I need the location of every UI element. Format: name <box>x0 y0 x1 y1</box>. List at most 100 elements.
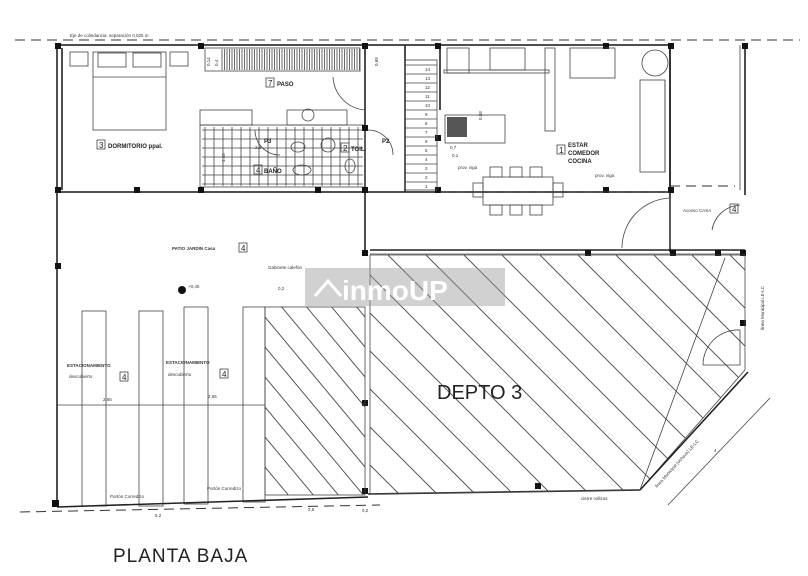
dining-table <box>472 166 564 216</box>
hatch-line <box>331 307 365 348</box>
parking-label-2: ESTACIONAMIENTO <box>166 360 210 365</box>
dim-label: 0,1 <box>452 153 459 158</box>
stair-step-number: 2 <box>425 175 428 180</box>
hatch-line <box>265 466 289 495</box>
dim-label: 2,6 <box>308 507 315 512</box>
door-label-p2: P2 <box>382 139 390 145</box>
hatch-line <box>370 312 552 494</box>
sofa <box>569 47 669 173</box>
hatch-line <box>281 307 365 408</box>
kitchen-counter <box>443 47 556 144</box>
hatch-line <box>265 346 365 468</box>
dim-label: 0,14 <box>206 57 211 66</box>
dim-label: 0,68 <box>374 57 379 66</box>
dim-label: 0,58 <box>478 111 483 120</box>
room-label-acceso: Acceso CASA <box>683 208 711 213</box>
hatched-area-outline <box>264 306 366 496</box>
bathroom-fixtures <box>254 108 394 176</box>
dim-label: 2,65 <box>208 394 217 399</box>
hatch-line <box>370 350 514 494</box>
room-number: 2 <box>343 144 348 153</box>
depto-outline <box>369 254 746 495</box>
hatch-line <box>265 406 339 495</box>
room-label-cocina: COCINA <box>568 159 592 165</box>
room-number: 4 <box>122 373 127 382</box>
hatch-line <box>370 388 476 494</box>
hatch-line <box>501 255 742 494</box>
hatch-line <box>265 316 365 438</box>
stair-step-number: 13 <box>425 76 431 81</box>
stair-step-number: 10 <box>425 103 431 108</box>
note-prov-viga-2: prov. viga <box>595 173 615 178</box>
hatch-line <box>265 376 364 495</box>
stair-step-number: 5 <box>425 148 428 153</box>
hatch-line <box>615 255 745 385</box>
staircase: 14 13 12 11 10 9 8 7 6 5 4 3 2 1 <box>404 59 438 191</box>
stair-step-number: 3 <box>425 166 428 171</box>
room-number: 4 <box>256 166 261 175</box>
ochava-line <box>639 371 771 506</box>
entry-doors <box>621 197 741 366</box>
note-gabinete: Gabinete calefón <box>268 265 303 270</box>
stair-step-number: 7 <box>425 130 428 135</box>
note-porton-1: Portón Corredizo <box>110 494 145 499</box>
room-number: 4 <box>241 244 246 253</box>
stair-step-number: 6 <box>425 139 428 144</box>
note-level: +0,40 <box>188 284 200 289</box>
level-marker-icon <box>178 286 186 294</box>
room-label-toil: TOIL. <box>351 147 367 153</box>
note-cierre: cierre rollizos <box>581 496 608 501</box>
room-label-patio: PATIO JARDIN Casa <box>172 246 216 251</box>
room-label-estar: ESTAR <box>568 143 589 149</box>
hatch-line <box>370 274 590 494</box>
diagonal-line <box>639 257 726 491</box>
room-label-dormitorio: DORMITORIO ppal. <box>108 144 163 150</box>
hatch-line <box>691 255 745 309</box>
stair-step-number: 8 <box>425 121 428 126</box>
stair-step-number: 11 <box>425 94 430 99</box>
dim-label: 0,7 <box>450 145 457 150</box>
room-label-paso: PASO <box>277 82 294 88</box>
hatch-line <box>306 307 365 378</box>
closet <box>204 47 361 72</box>
stair-step-number: 12 <box>425 85 431 90</box>
note-porton-2: Portón Corredizo <box>207 486 242 491</box>
hatch-line <box>653 255 745 347</box>
room-number: 3 <box>99 141 104 150</box>
room-number: 7 <box>268 79 273 88</box>
room-number: 4 <box>222 370 227 379</box>
parking-label-1: ESTACIONAMIENTO <box>67 363 111 368</box>
hatch-line <box>729 255 745 271</box>
boundary-note: Eje de colindancia. separación 0,025 m <box>70 33 149 38</box>
parking-sublabel-1: descubierto <box>69 374 93 379</box>
parking-sublabel-2: descubierto <box>168 372 192 377</box>
dim-label: 0,2 <box>278 286 285 291</box>
hatch-line <box>387 255 628 494</box>
hatch-line <box>370 426 438 494</box>
bathroom-tiles <box>202 127 363 186</box>
watermark-text: inmoUP <box>342 275 448 306</box>
stair-step-number: 14 <box>425 67 431 72</box>
dim-label: 0,2 <box>362 508 369 513</box>
stair-step-number: 4 <box>425 157 428 162</box>
paso-door <box>332 76 366 111</box>
stair-step-number: 1 <box>425 184 428 189</box>
hatch-line <box>370 464 400 494</box>
dim-label: 5,2 <box>155 513 162 518</box>
dim-label: 0,4 <box>214 59 219 66</box>
dim-label: 2,8 <box>255 145 262 150</box>
note-linea-ochava: línea Municipal (ochava) LE-LC <box>654 438 700 489</box>
plan-title: PLANTA BAJA <box>113 546 248 567</box>
unit-label-depto: DEPTO 3 <box>437 382 522 404</box>
room-label-bano: BAÑO <box>264 168 282 175</box>
dim-label: 2,65 <box>103 397 112 402</box>
room-label-comedor: COMEDOR <box>568 151 600 157</box>
hatch-line <box>463 255 704 494</box>
watermark: inmoUP <box>305 268 505 306</box>
hatch-line <box>265 436 314 495</box>
room-number: 1 <box>559 146 564 155</box>
stair-step-number: 9 <box>425 112 428 117</box>
door-label-p3: P3 <box>264 139 272 145</box>
hatch-line <box>577 255 745 423</box>
